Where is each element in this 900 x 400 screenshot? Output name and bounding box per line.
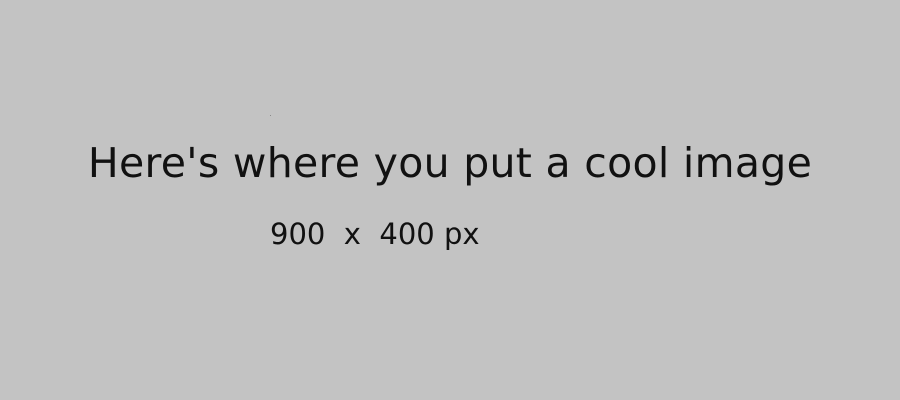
placeholder-caption: Here's where you put a cool image bbox=[87, 139, 813, 187]
placeholder-dimensions: 900 x 400 px bbox=[270, 217, 480, 251]
pixel-speck bbox=[270, 115, 271, 116]
